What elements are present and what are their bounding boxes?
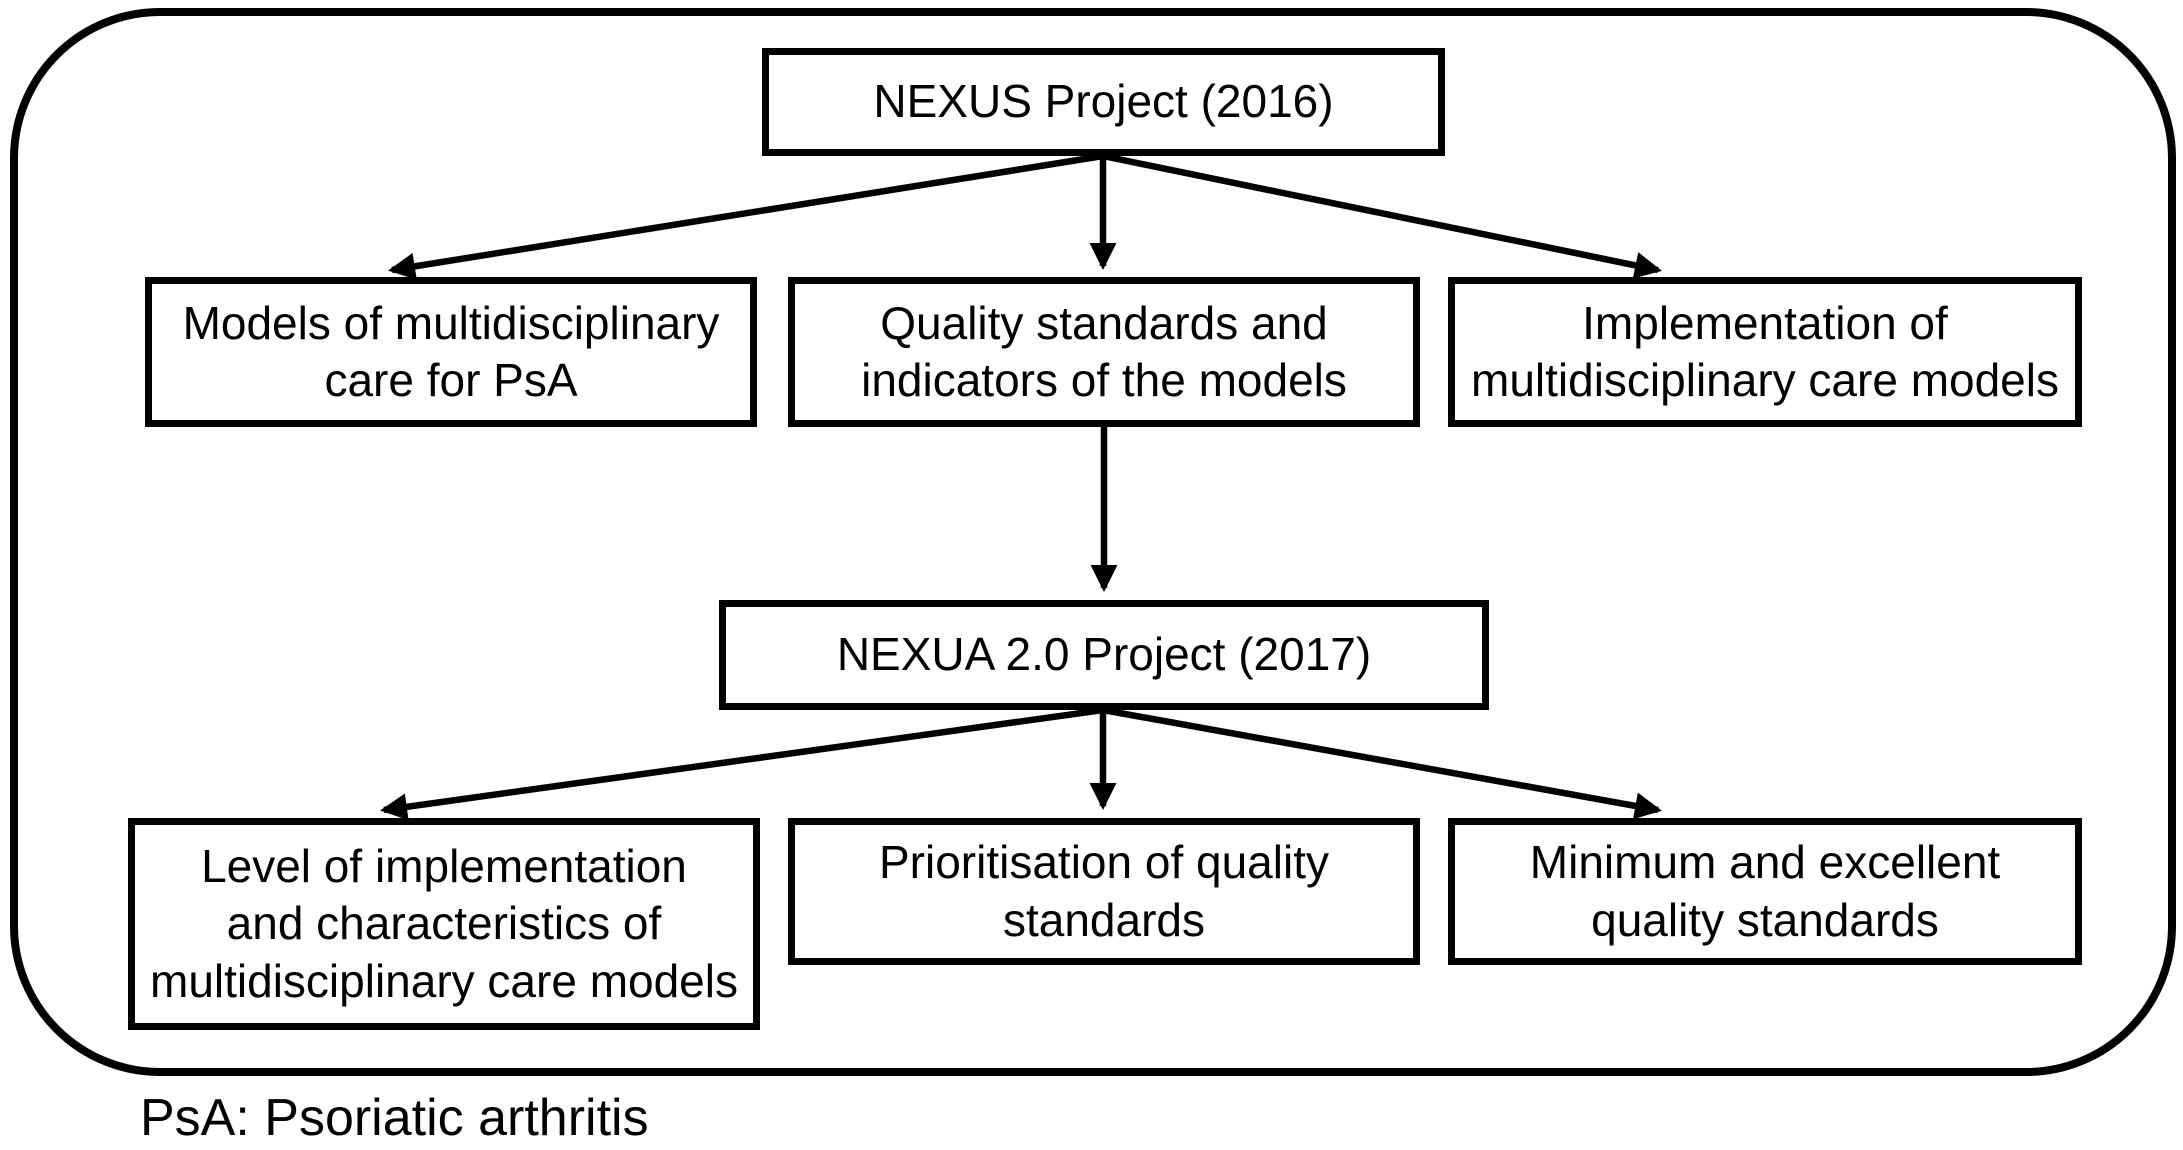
node-prioritisation-of-quality-standards: Prioritisation of quality standards: [788, 818, 1420, 965]
node-label: Minimum and excellent quality standards: [1529, 836, 2001, 946]
node-nexua-2-0-project-2017: NEXUA 2.0 Project (2017): [719, 600, 1489, 710]
node-label: NEXUS Project (2016): [873, 75, 1334, 128]
node-label: Level of implementation and characterist…: [150, 840, 738, 1007]
node-level-of-implementation: Level of implementation and characterist…: [128, 818, 760, 1030]
node-implementation-care-models: Implementation of multidisciplinary care…: [1448, 277, 2082, 427]
node-label: Implementation of multidisciplinary care…: [1471, 296, 2059, 406]
node-nexus-project-2016: NEXUS Project (2016): [762, 48, 1445, 156]
node-label: Prioritisation of quality standards: [879, 836, 1329, 946]
node-quality-standards-indicators: Quality standards and indicators of the …: [788, 277, 1420, 427]
footnote-psa-abbreviation: PsA: Psoriatic arthritis: [140, 1089, 649, 1147]
node-models-of-multidisciplinary-care: Models of multidisciplinary care for PsA: [145, 277, 757, 427]
node-label: NEXUA 2.0 Project (2017): [836, 628, 1372, 681]
node-minimum-and-excellent-quality-standards: Minimum and excellent quality standards: [1448, 818, 2082, 965]
node-label: Models of multidisciplinary care for PsA: [182, 296, 720, 406]
node-label: Quality standards and indicators of the …: [861, 296, 1347, 406]
